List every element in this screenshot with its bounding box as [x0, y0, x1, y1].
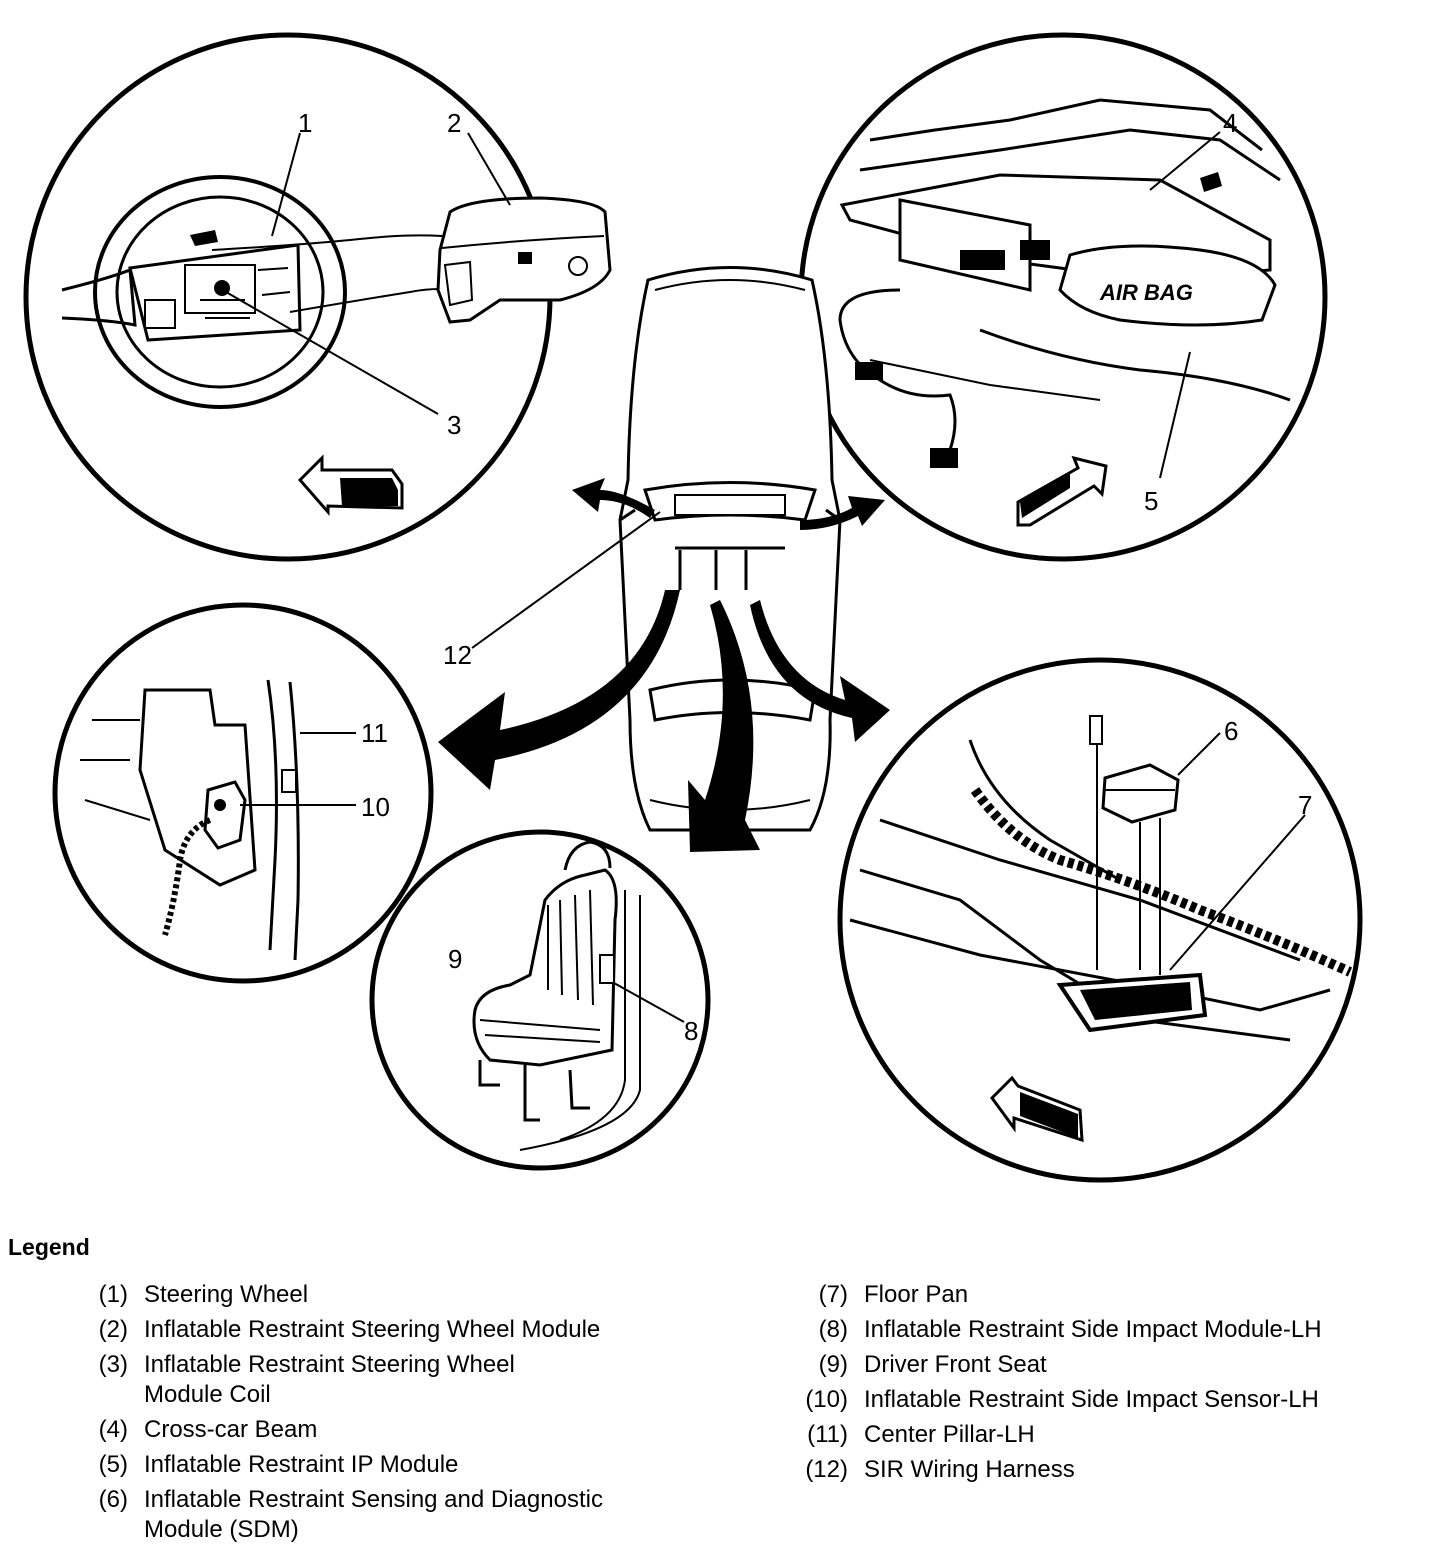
- callout-12: 12: [443, 640, 472, 670]
- legend-item: (10) Inflatable Restraint Side Impact Sen…: [780, 1385, 1440, 1415]
- side-impact-sensor-shape: [203, 780, 247, 850]
- instrument-panel-detail-view: AIR BAG 4 5: [798, 32, 1328, 562]
- legend-item: (11) Center Pillar-LH: [780, 1420, 1440, 1450]
- legend-item-text: Cross-car Beam: [144, 1416, 318, 1443]
- legend-item-number: (8): [818, 1316, 848, 1343]
- driver-seat-shape: [472, 868, 618, 1067]
- legend-item: (2) Inflatable Restraint Steering Wheel M…: [60, 1315, 720, 1345]
- ip-airbag-module-shape: [1058, 244, 1277, 327]
- flow-arrow-to-sdm: [750, 600, 890, 742]
- legend-item-text: Inflatable Restraint Sensing and Diagnos…: [144, 1486, 603, 1543]
- legend-item: (6) Inflatable Restraint Sensing and Diag…: [60, 1485, 720, 1545]
- flow-arrow-to-steering: [572, 478, 655, 518]
- legend-item-text: Inflatable Restraint Side Impact Module-…: [864, 1316, 1322, 1343]
- legend-item-text: Inflatable Restraint Steering Wheel Modu…: [144, 1351, 515, 1408]
- callout-8: 8: [684, 1016, 698, 1046]
- legend-item-number: (11): [807, 1421, 848, 1448]
- legend-item-text: Inflatable Restraint Steering Wheel Modu…: [144, 1316, 601, 1343]
- legend-item: (1) Steering Wheel: [60, 1280, 720, 1310]
- legend-column-right: (7) Floor Pan (8) Inflatable Restraint Sid…: [780, 1280, 1440, 1490]
- steering-wheel-rim: [93, 175, 347, 409]
- sdm-detail-view: 6 7: [837, 657, 1363, 1183]
- legend-item-number: (6): [98, 1486, 128, 1513]
- legend-item-number: (7): [818, 1281, 848, 1308]
- sdm-module-shape: [1101, 763, 1180, 824]
- airbag-stamp-text: AIR BAG: [1099, 280, 1193, 305]
- callout-9: 9: [448, 944, 462, 974]
- flow-arrows: [438, 478, 890, 852]
- callout-1: 1: [298, 108, 312, 138]
- steering-wheel-detail-view: 1 2 3: [23, 32, 612, 562]
- legend-item-number: (2): [98, 1316, 128, 1343]
- legend-column-left: (1) Steering Wheel (2) Inflatable Restrain…: [60, 1280, 720, 1550]
- legend-item-number: (4): [98, 1416, 128, 1443]
- callout-11: 11: [361, 718, 388, 748]
- callout-6: 6: [1224, 716, 1238, 746]
- legend-item-text: Center Pillar-LH: [864, 1421, 1035, 1448]
- callout-4: 4: [1223, 108, 1237, 138]
- flow-arrow-to-ip: [800, 496, 885, 530]
- flow-arrow-to-seat: [688, 600, 760, 852]
- callout-3: 3: [447, 410, 461, 440]
- side-impact-module-shape: [599, 954, 615, 984]
- legend-item-number: (5): [98, 1451, 128, 1478]
- legend-item-text: SIR Wiring Harness: [864, 1456, 1075, 1483]
- legend-item-number: (12): [805, 1456, 848, 1483]
- side-impact-sensor-detail-view: 11 10: [52, 602, 434, 984]
- sensor-harness-wire: [162, 817, 212, 936]
- legend-item: (5) Inflatable Restraint IP Module: [60, 1450, 720, 1480]
- component-location-diagram: 1 2 3 AIR BAG 4 5: [23, 32, 1363, 1183]
- legend-item: (4) Cross-car Beam: [60, 1415, 720, 1445]
- flow-arrow-to-pillar: [438, 590, 680, 790]
- legend-item-text: Inflatable Restraint IP Module: [144, 1451, 459, 1478]
- driver-seat-detail-view: 9 8: [369, 829, 711, 1171]
- legend-item: (7) Floor Pan: [780, 1280, 1440, 1310]
- callout-2: 2: [447, 108, 461, 138]
- legend-item-text: Driver Front Seat: [864, 1351, 1047, 1378]
- legend-item-number: (3): [98, 1351, 128, 1378]
- legend-item-number: (9): [818, 1351, 848, 1378]
- legend-item: (8) Inflatable Restraint Side Impact Modu…: [780, 1315, 1440, 1345]
- callout-5: 5: [1144, 486, 1158, 516]
- legend-item: (3) Inflatable Restraint Steering Wheel M…: [60, 1350, 720, 1410]
- legend-item-number: (10): [805, 1386, 848, 1413]
- legend-item-text: Steering Wheel: [144, 1281, 309, 1308]
- sdm-harness-wire: [970, 787, 1353, 977]
- legend-item-text: Inflatable Restraint Side Impact Sensor-…: [864, 1386, 1319, 1413]
- vehicle-top-view: 12: [443, 266, 842, 832]
- legend-title: Legend: [8, 1234, 90, 1260]
- callout-10: 10: [361, 792, 390, 822]
- legend-item-number: (1): [98, 1281, 128, 1308]
- legend-item-text: Floor Pan: [864, 1281, 969, 1308]
- callout-7: 7: [1298, 790, 1312, 820]
- center-pillar-shape: [266, 679, 300, 961]
- legend-item: (9) Driver Front Seat: [780, 1350, 1440, 1380]
- legend-item: (12) SIR Wiring Harness: [780, 1455, 1440, 1485]
